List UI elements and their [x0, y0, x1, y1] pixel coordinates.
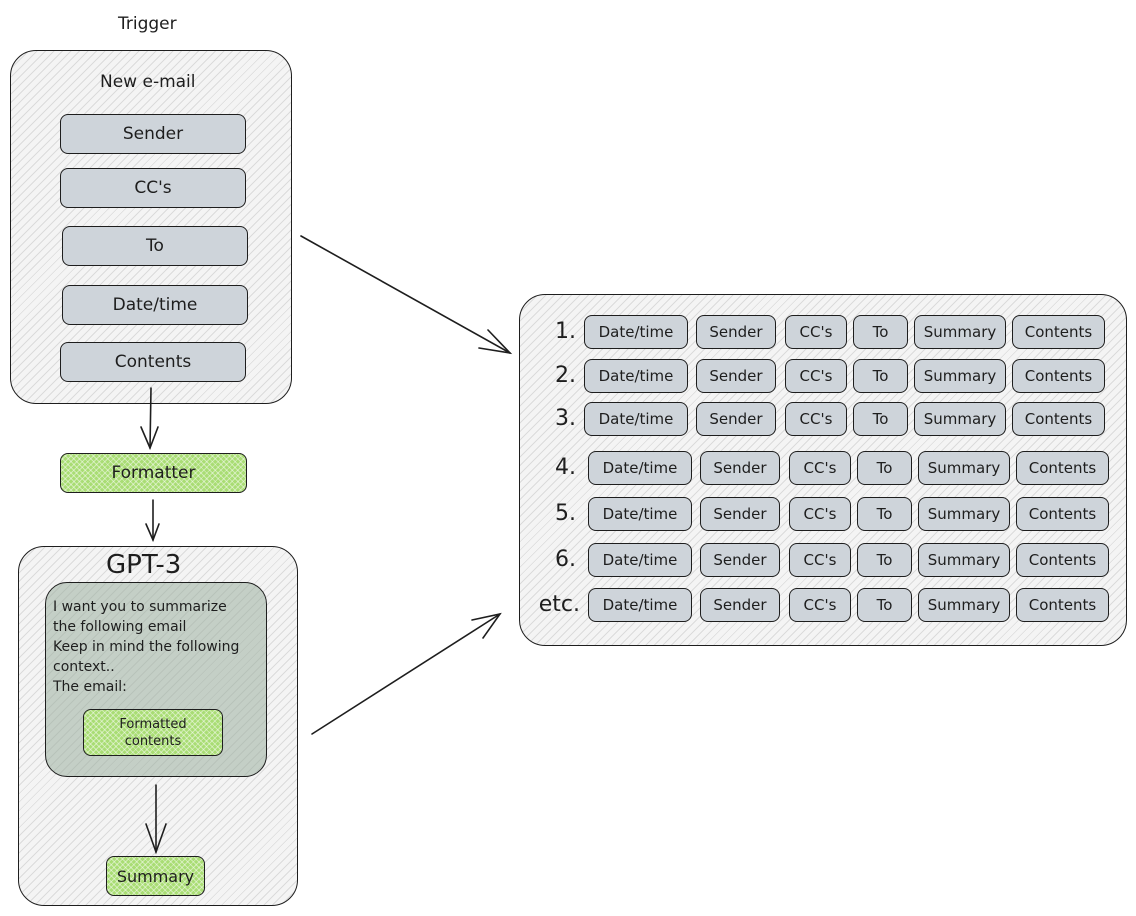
arrow-trigger-to-table	[300, 235, 513, 355]
table-cell-cc-s[interactable]: CC's	[785, 315, 847, 349]
table-cell-cc-s[interactable]: CC's	[789, 451, 851, 485]
table-cell-summary[interactable]: Summary	[918, 497, 1010, 531]
prompt-text: I want you to summarize the following em…	[53, 597, 239, 697]
table-cell-sender[interactable]: Sender	[696, 359, 776, 393]
table-cell-sender[interactable]: Sender	[700, 497, 780, 531]
row-number: 2.	[555, 363, 576, 388]
formatter-box[interactable]: Formatter	[60, 453, 247, 493]
row-number: 1.	[555, 319, 576, 344]
table-cell-sender[interactable]: Sender	[700, 588, 780, 622]
field-to[interactable]: To	[62, 226, 248, 266]
table-cell-contents[interactable]: Contents	[1012, 359, 1105, 393]
table-cell-summary[interactable]: Summary	[914, 402, 1006, 436]
table-cell-to[interactable]: To	[857, 451, 912, 485]
arrow-trigger-to-formatter	[140, 387, 159, 451]
table-cell-to[interactable]: To	[857, 588, 912, 622]
table-cell-summary[interactable]: Summary	[918, 588, 1010, 622]
field-sender[interactable]: Sender	[60, 114, 246, 154]
table-cell-contents[interactable]: Contents	[1016, 543, 1109, 577]
table-cell-cc-s[interactable]: CC's	[785, 402, 847, 436]
table-cell-cc-s[interactable]: CC's	[789, 497, 851, 531]
arrow-formatter-to-gpt3	[145, 499, 160, 543]
arrow-gpt3-to-table	[311, 612, 502, 735]
new-email-title: New e-mail	[100, 72, 196, 92]
table-cell-to[interactable]: To	[857, 497, 912, 531]
table-cell-sender[interactable]: Sender	[696, 402, 776, 436]
table-cell-to[interactable]: To	[857, 543, 912, 577]
field-datetime[interactable]: Date/time	[62, 285, 248, 325]
table-cell-cc-s[interactable]: CC's	[789, 588, 851, 622]
prompt-line: the following email	[53, 619, 187, 635]
table-cell-contents[interactable]: Contents	[1016, 497, 1109, 531]
table-cell-contents[interactable]: Contents	[1016, 451, 1109, 485]
prompt-line: I want you to summarize	[53, 599, 227, 615]
table-cell-sender[interactable]: Sender	[700, 451, 780, 485]
table-cell-contents[interactable]: Contents	[1016, 588, 1109, 622]
gpt3-title: GPT-3	[106, 550, 182, 580]
table-cell-date-time[interactable]: Date/time	[584, 359, 688, 393]
table-cell-summary[interactable]: Summary	[914, 315, 1006, 349]
row-number: 3.	[555, 406, 576, 431]
table-cell-sender[interactable]: Sender	[696, 315, 776, 349]
table-cell-contents[interactable]: Contents	[1012, 402, 1105, 436]
table-cell-date-time[interactable]: Date/time	[588, 588, 692, 622]
prompt-line: context..	[53, 659, 115, 675]
table-cell-date-time[interactable]: Date/time	[588, 497, 692, 531]
table-cell-summary[interactable]: Summary	[918, 543, 1010, 577]
field-contents[interactable]: Contents	[60, 342, 246, 382]
formatted-contents-line1: Formatted	[119, 716, 187, 732]
formatted-contents-box[interactable]: Formatted contents	[83, 709, 223, 756]
prompt-line: Keep in mind the following	[53, 639, 240, 655]
arrow-prompt-to-summary	[145, 784, 167, 855]
row-number: etc.	[538, 592, 580, 617]
table-cell-date-time[interactable]: Date/time	[584, 402, 688, 436]
table-cell-to[interactable]: To	[853, 359, 908, 393]
table-cell-cc-s[interactable]: CC's	[785, 359, 847, 393]
table-cell-date-time[interactable]: Date/time	[588, 543, 692, 577]
prompt-line: The email:	[53, 679, 127, 695]
trigger-title: Trigger	[118, 14, 177, 34]
row-number: 5.	[555, 501, 576, 526]
table-cell-summary[interactable]: Summary	[914, 359, 1006, 393]
field-ccs[interactable]: CC's	[60, 168, 246, 208]
table-cell-cc-s[interactable]: CC's	[789, 543, 851, 577]
summary-output-box[interactable]: Summary	[106, 856, 205, 896]
formatted-contents-line2: contents	[124, 733, 182, 749]
table-cell-sender[interactable]: Sender	[700, 543, 780, 577]
row-number: 4.	[555, 455, 576, 480]
table-cell-summary[interactable]: Summary	[918, 451, 1010, 485]
table-cell-to[interactable]: To	[853, 315, 908, 349]
table-cell-date-time[interactable]: Date/time	[584, 315, 688, 349]
table-cell-contents[interactable]: Contents	[1012, 315, 1105, 349]
table-cell-to[interactable]: To	[853, 402, 908, 436]
row-number: 6.	[555, 547, 576, 572]
table-cell-date-time[interactable]: Date/time	[588, 451, 692, 485]
